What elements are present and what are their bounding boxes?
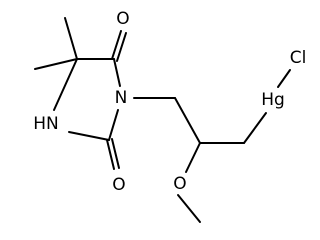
bond-o-ch3 [177, 194, 201, 223]
atom-label-cl: Cl [290, 48, 307, 68]
structure-diagram: O N HN O O Hg Cl [33, 9, 306, 223]
bond-n-c2 [108, 109, 119, 141]
bond-c4-o-2 [116, 32, 127, 62]
bond-hg-cl [277, 69, 291, 88]
bond-c2-nh [68, 131, 110, 141]
bond-c2-o-2 [111, 138, 120, 169]
bond-methyl-2 [34, 58, 78, 70]
bond-methyl-1 [64, 17, 78, 60]
bond-layer [34, 17, 291, 223]
atom-label-o-top: O [116, 9, 129, 29]
bond-c4-n [113, 58, 121, 87]
bond-c2-o-1 [106, 139, 115, 170]
bond-c4-o-1 [111, 30, 122, 60]
atom-label-layer: O N HN O O Hg Cl [33, 9, 306, 195]
bond-nh-cq [53, 58, 78, 111]
bond-ch2-hg [243, 112, 267, 144]
atom-label-o-bottom: O [112, 175, 125, 195]
atom-label-n-ring: N [115, 88, 128, 108]
bond-ch-o [185, 142, 201, 173]
atom-label-o-methoxy: O [173, 174, 186, 194]
bond-ch2-ch [174, 97, 201, 144]
atom-label-nh-ring: HN [33, 114, 59, 134]
atom-label-hg: Hg [261, 90, 285, 110]
